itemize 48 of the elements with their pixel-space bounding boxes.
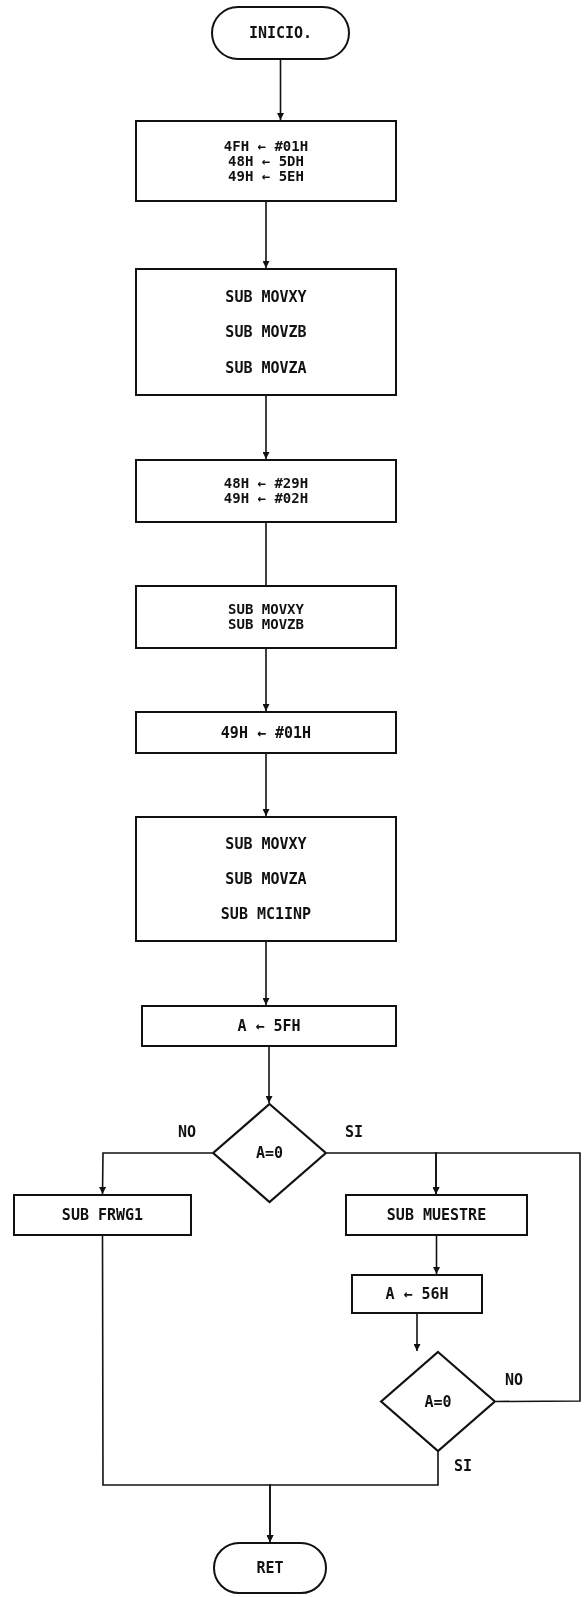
arrow xyxy=(262,753,270,817)
process-box xyxy=(135,120,397,202)
node-text: 4FH ← #01H xyxy=(223,138,309,154)
node-text: SUB MOVZB xyxy=(225,323,307,341)
process-box xyxy=(141,1005,397,1047)
process-box xyxy=(135,711,397,754)
arrow xyxy=(265,1046,273,1104)
node-text: SUB MOVZA xyxy=(225,870,307,888)
arrow xyxy=(262,395,270,460)
node-text: SUB FRWG1 xyxy=(61,1206,144,1224)
process-box xyxy=(13,1194,192,1236)
arrow xyxy=(266,1451,439,1543)
node-text: A=0 xyxy=(255,1144,284,1162)
node-text: 48H ← #29H xyxy=(223,476,309,491)
node-text: SUB MOVXY xyxy=(225,835,307,853)
decision-diamond xyxy=(380,1351,496,1452)
arrow xyxy=(262,648,270,712)
arrow xyxy=(432,1152,581,1403)
process-box xyxy=(135,816,397,942)
arrow xyxy=(99,1152,213,1195)
process-box xyxy=(135,459,397,523)
node-text: 49H ← #01H xyxy=(220,723,312,742)
process-box xyxy=(351,1274,483,1314)
node-text: 48H ← 5DH xyxy=(228,153,304,169)
arrow xyxy=(277,59,284,121)
node-text: RET xyxy=(256,1559,284,1577)
decision-diamond xyxy=(212,1103,327,1203)
arrow xyxy=(262,201,270,269)
node-text: A=0 xyxy=(424,1392,452,1411)
node-text: 49H ← 5EH xyxy=(228,168,304,184)
node-text: SUB MUESTRE xyxy=(386,1206,487,1224)
process-box xyxy=(345,1194,528,1236)
terminal-box xyxy=(213,1542,327,1594)
arrow xyxy=(262,941,270,1006)
terminal-box xyxy=(211,6,350,60)
node-text: SUB MOVZB xyxy=(228,617,304,632)
node-text: SUB MOVXY xyxy=(225,287,307,306)
arrow xyxy=(433,1235,440,1275)
node-text: SUB MC1INP xyxy=(220,905,312,923)
node-text: A ← 56H xyxy=(385,1285,449,1303)
node-text: SUB MOVXY xyxy=(228,602,304,617)
node-text: A ← 5FH xyxy=(237,1017,301,1035)
process-box xyxy=(135,585,397,649)
node-text: INICIO. xyxy=(248,24,313,42)
arrow xyxy=(413,1313,421,1352)
node-text: 49H ← #02H xyxy=(223,491,309,506)
process-box xyxy=(135,268,397,396)
node-text: SUB MOVZA xyxy=(225,358,307,377)
